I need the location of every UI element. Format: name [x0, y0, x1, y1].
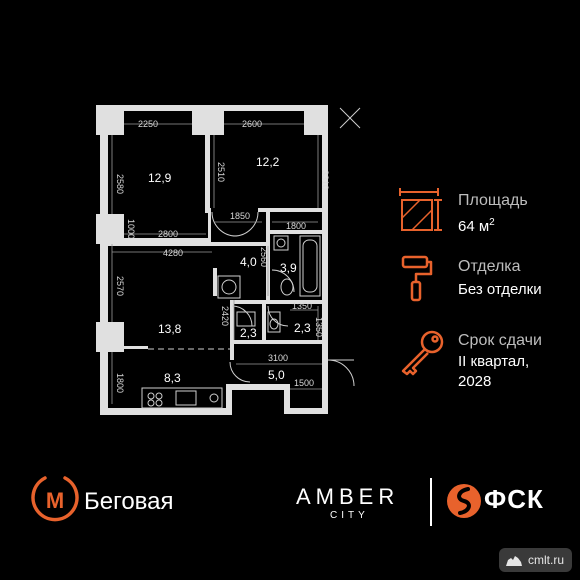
dim-label: 2510 [216, 162, 226, 182]
finish-info: Отделка Без отделки [398, 254, 568, 306]
dim-label: 1850 [230, 211, 250, 221]
area-info: Площадь 64 м2 [398, 186, 568, 236]
area-label: Площадь [458, 192, 528, 209]
dim-label: 2570 [115, 276, 125, 296]
room-area: 13,8 [158, 322, 182, 336]
dimension-labels: 2250 2600 2580 2510 3310 1850 1800 1000 … [115, 119, 330, 393]
metro-station-name: Беговая [84, 488, 174, 515]
area-number: 64 м [458, 218, 490, 235]
dim-label: 2580 [115, 174, 125, 194]
dim-label: 4280 [163, 248, 183, 258]
floor-plan-icon [399, 188, 442, 231]
dim-label: 1350 [292, 301, 312, 311]
metro-letter: М [46, 488, 64, 513]
watermark-text: cmlt.ru [528, 553, 564, 567]
watermark[interactable]: cmlt.ru [499, 548, 572, 572]
area-value: 64 м2 [458, 213, 495, 236]
room-area: 2,3 [240, 326, 257, 340]
developer-name: ФСК [484, 484, 544, 514]
room-area: 12,2 [256, 155, 280, 169]
brand-subtitle: CITY [330, 510, 369, 521]
doors [148, 211, 355, 387]
room-area: 12,9 [148, 171, 172, 185]
room-area: 5,0 [268, 368, 285, 382]
dim-label: 1800 [286, 221, 306, 231]
dim-label: 2600 [242, 119, 262, 129]
area-unit-sup: 2 [489, 217, 495, 228]
dimension-lines [111, 123, 322, 404]
dim-label: 1500 [294, 378, 314, 388]
walls [96, 105, 328, 415]
floor-plan: 2250 2600 2580 2510 3310 1850 1800 1000 … [96, 105, 361, 415]
fixtures [141, 107, 361, 409]
paint-roller-icon [401, 255, 433, 302]
room-areas: 12,9 12,2 4,0 3,9 13,8 2,3 2,3 8,3 5,0 [148, 155, 311, 385]
term-line-1: II квартал, [458, 353, 530, 370]
dim-label: 2560 [259, 247, 269, 267]
dim-label: 3100 [268, 353, 288, 363]
key-icon [401, 330, 444, 376]
metro-logo-icon: М [31, 476, 79, 522]
brand-name: AMBER [296, 484, 400, 509]
dim-label: 2250 [138, 119, 158, 129]
fsk-logo-icon [447, 484, 481, 518]
dim-label: 1000 [126, 219, 136, 239]
brand-divider [430, 478, 432, 526]
room-area: 8,3 [164, 371, 181, 385]
dim-label: 1800 [115, 373, 125, 393]
dim-label: 1350 [314, 317, 324, 337]
term-info: Срок сдачи II квартал, 2028 [398, 328, 568, 394]
term-label: Срок сдачи [458, 332, 542, 349]
room-area: 2,3 [294, 321, 311, 335]
term-line-2: 2028 [458, 373, 492, 390]
room-area: 3,9 [280, 261, 297, 275]
dim-label: 3310 [320, 170, 330, 190]
dim-label: 2800 [158, 229, 178, 239]
finish-value: Без отделки [458, 281, 542, 298]
camel-logo-icon [506, 556, 522, 566]
finish-label: Отделка [458, 258, 521, 275]
room-area: 4,0 [240, 255, 257, 269]
dim-label: 2420 [220, 306, 230, 326]
